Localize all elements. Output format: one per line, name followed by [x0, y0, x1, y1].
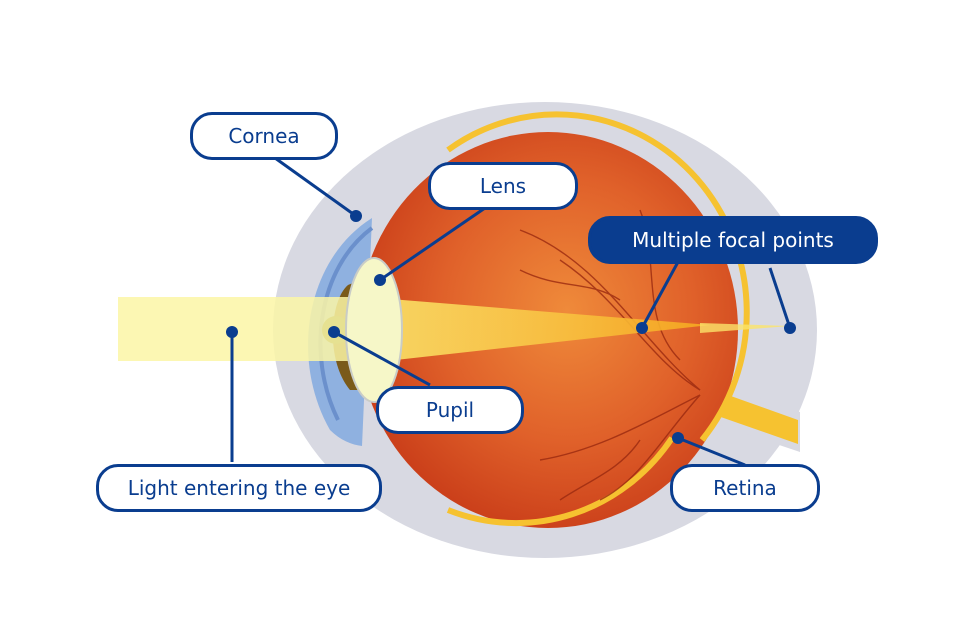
focus-cone — [378, 298, 710, 362]
label-multiple-focal-points: Multiple focal points — [588, 216, 878, 264]
lens-shape — [345, 257, 403, 403]
light-beam — [118, 297, 383, 361]
retina-line — [446, 111, 750, 442]
leader-dots — [226, 210, 796, 444]
leader-lines — [230, 156, 792, 467]
label-lens: Lens — [428, 162, 578, 210]
label-cornea: Cornea — [190, 112, 338, 160]
label-light-entering-eye: Light entering the eye — [96, 464, 382, 512]
label-retina: Retina — [670, 464, 820, 512]
label-pupil: Pupil — [376, 386, 524, 434]
